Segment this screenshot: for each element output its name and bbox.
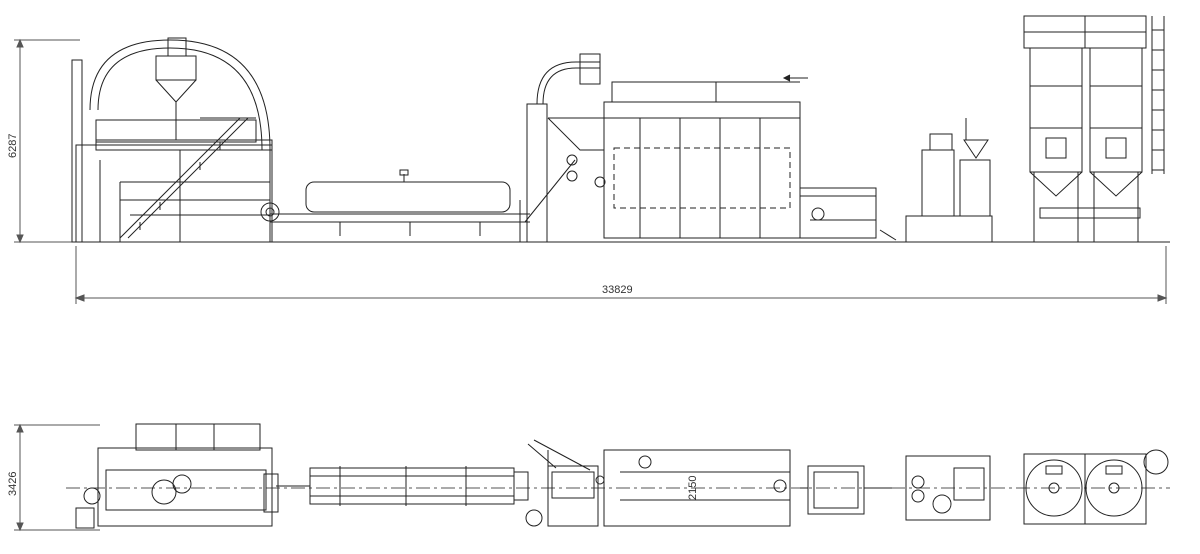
dosing-unit-plan (905, 455, 991, 521)
plan-view: 3426 (7, 423, 1170, 532)
dryer-cabinet-plan (525, 439, 791, 527)
dryer-cabinet-elevation (524, 53, 808, 243)
plan-inner-dimension-label: 2150 (687, 476, 699, 500)
height-dimension (14, 38, 80, 244)
mixer-unit-plan (75, 423, 279, 529)
elevation-view: 6287 33829 (7, 15, 1170, 304)
silos-plan (1023, 449, 1169, 525)
cooler-conveyor-elevation (799, 187, 897, 241)
conveyor-tank-plan (276, 466, 529, 506)
conveyor-tank-elevation (270, 169, 530, 242)
length-dimension-label: 33829 (602, 284, 633, 296)
cooler-conveyor-plan (800, 465, 892, 515)
mixer-unit-elevation (71, 37, 280, 243)
length-dimension (74, 246, 1168, 304)
silos-elevation (1023, 15, 1165, 242)
dosing-unit-elevation (905, 118, 993, 243)
plan-width-label: 3426 (7, 472, 19, 496)
plan-width-dimension (14, 423, 100, 532)
height-dimension-label: 6287 (7, 134, 19, 158)
